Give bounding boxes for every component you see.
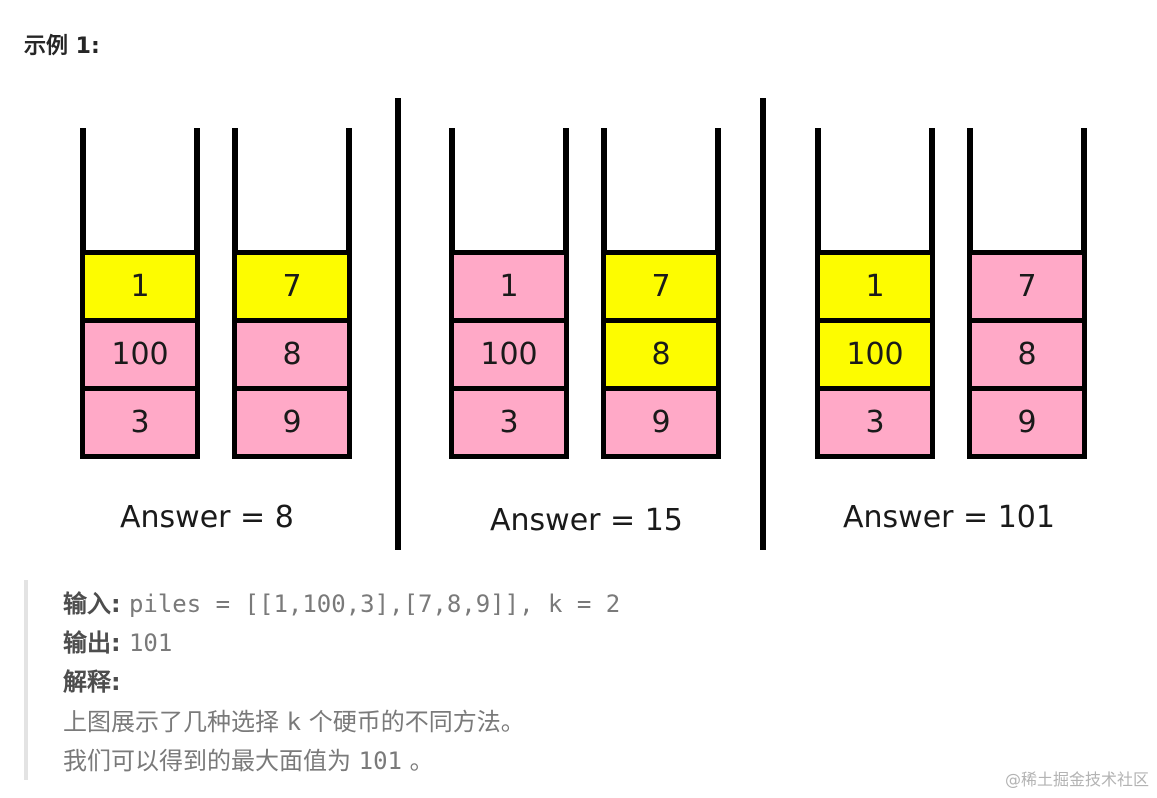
pile-wall bbox=[232, 128, 238, 255]
pile-wall bbox=[80, 128, 86, 255]
coin-cell: 1 bbox=[815, 250, 935, 323]
pile-wall bbox=[563, 128, 569, 255]
input-line: 输入: piles = [[1,100,3],[7,8,9]], k = 2 bbox=[63, 590, 621, 618]
answer-label: Answer = 101 bbox=[843, 500, 1055, 535]
example-heading: 示例 1: bbox=[24, 34, 100, 59]
coin-cell: 7 bbox=[601, 250, 721, 323]
coin-cell: 100 bbox=[815, 318, 935, 391]
pile-wall bbox=[1081, 128, 1087, 255]
panel-separator bbox=[395, 98, 401, 550]
answer-label: Answer = 8 bbox=[120, 500, 294, 535]
input-value: piles = [[1,100,3],[7,8,9]], k = 2 bbox=[128, 590, 621, 618]
coin-cell: 9 bbox=[232, 386, 352, 459]
coin-cell: 3 bbox=[815, 386, 935, 459]
output-value: 101 bbox=[128, 629, 173, 657]
coin-cell: 8 bbox=[232, 318, 352, 391]
coin-cell: 1 bbox=[449, 250, 569, 323]
coin-cell: 8 bbox=[967, 318, 1087, 391]
pile-wall bbox=[929, 128, 935, 255]
panel-separator bbox=[760, 98, 766, 550]
explain-text-1: 上图展示了几种选择 k 个硬币的不同方法。 bbox=[63, 708, 525, 736]
coin-cell: 100 bbox=[80, 318, 200, 391]
coin-cell: 1 bbox=[80, 250, 200, 323]
coin-cell: 9 bbox=[601, 386, 721, 459]
pile-wall bbox=[815, 128, 821, 255]
watermark: @稀土掘金技术社区 bbox=[1004, 770, 1149, 789]
explain-label: 解释 bbox=[63, 668, 111, 696]
explain-text-2: 我们可以得到的最大面值为 101 。 bbox=[63, 747, 434, 775]
output-label: 输出 bbox=[63, 629, 111, 657]
coin-cell: 3 bbox=[80, 386, 200, 459]
pile-wall bbox=[715, 128, 721, 255]
coin-cell: 9 bbox=[967, 386, 1087, 459]
example-block: 输入: piles = [[1,100,3],[7,8,9]], k = 2 输… bbox=[24, 580, 1128, 780]
input-label: 输入 bbox=[63, 590, 111, 618]
answer-label: Answer = 15 bbox=[490, 503, 683, 538]
pile-wall bbox=[346, 128, 352, 255]
coin-cell: 8 bbox=[601, 318, 721, 391]
pile-wall bbox=[194, 128, 200, 255]
coin-cell: 7 bbox=[232, 250, 352, 323]
coin-cell: 3 bbox=[449, 386, 569, 459]
explain-line: 解释: bbox=[63, 668, 121, 696]
coin-cell: 100 bbox=[449, 318, 569, 391]
coin-cell: 7 bbox=[967, 250, 1087, 323]
output-line: 输出: 101 bbox=[63, 629, 173, 657]
pile-wall bbox=[967, 128, 973, 255]
pile-wall bbox=[601, 128, 607, 255]
pile-wall bbox=[449, 128, 455, 255]
